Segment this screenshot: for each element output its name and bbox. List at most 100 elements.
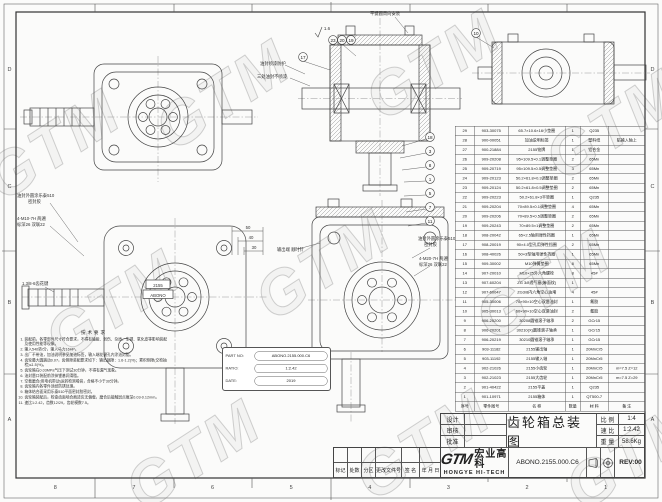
projection-cone-icon <box>588 457 598 468</box>
bom-cell: 1 <box>565 230 581 241</box>
bom-cell: 2155铭牌 <box>508 145 566 155</box>
bom-cell: 5 <box>455 354 475 364</box>
bom-cell: 2 <box>565 221 581 231</box>
label-output-direction: 输出端 顺时针 <box>277 246 305 253</box>
bom-cell: 14 <box>455 268 475 279</box>
bom-cell <box>608 382 646 393</box>
revision-col-zone: 分区 <box>362 463 376 478</box>
label-tap-left-1: 4-M10-7H 两遍 <box>17 215 47 222</box>
ratio-value: 1:2.42 <box>619 425 644 436</box>
bom-cell: GCr15 <box>580 316 609 326</box>
balloon-number: 23 <box>330 38 336 43</box>
ratio-label: RATIO: <box>225 366 239 371</box>
spec-plate-row: RATIO: 1:2.42 <box>226 362 328 375</box>
leader-lines <box>44 16 495 293</box>
bom-cell: 65Mn <box>580 249 609 260</box>
bom-header-qty: 数量 <box>565 401 581 412</box>
company-name-en: HONGYE HI-TECH <box>443 469 506 476</box>
bom-cell: 3 <box>565 164 581 174</box>
label-seal-paint: 油封喷漆防护 <box>260 60 286 67</box>
date-value: 2019 <box>254 376 328 386</box>
bom-cell: 16 <box>455 249 475 260</box>
bom-cell <box>608 249 646 260</box>
label-tap-right-2: 标深26 双联22 <box>419 261 448 268</box>
bom-cell: 2155小齿轮 <box>508 363 566 374</box>
view-b-section <box>301 25 461 192</box>
bom-cell: 905-30006 <box>474 297 509 307</box>
bom-cell: 65Mn <box>580 164 609 174</box>
bom-cell <box>608 202 646 212</box>
bom-header-row: 序号 零件图号 名 称 数量 材 料 备 注 <box>455 401 646 412</box>
bom-cell <box>608 230 646 241</box>
bom-cell: 65Mn <box>580 183 609 193</box>
bom-cell: 50.2×61.8×0.3调整垫圈 <box>508 173 566 184</box>
bom-cell: 65Mn <box>580 240 609 250</box>
bom-cell: 1 <box>565 145 581 155</box>
bom-cell: 900-00051 <box>474 135 509 146</box>
bom-cell: 909-20206 <box>474 211 509 222</box>
label-tap-right-1: 4-M20-7H 两遍 <box>419 255 449 262</box>
list-item: 1 <box>604 485 608 491</box>
bom-cell: ZG 3/8透气塞(麻面纹) <box>508 278 566 288</box>
list-item: 7 <box>132 485 136 491</box>
bom-cell: 塑料纸 <box>580 135 609 146</box>
bom-header-name: 名 称 <box>508 401 566 412</box>
bom-cell <box>608 221 646 231</box>
bom-cell: 氟胶 <box>580 306 609 317</box>
bom-cell: Q235 <box>580 126 609 136</box>
bom-cell: 8 <box>565 259 581 269</box>
bom-cell: 907-60204 <box>474 278 509 288</box>
bom-cell: 60×90×10空心双唇油封 <box>508 306 566 317</box>
bom-cell: m=7.5 Z=12 <box>608 363 646 374</box>
bom-cell <box>608 192 646 203</box>
bom-header-material: 材 料 <box>580 401 609 412</box>
bom-cell: 24 <box>455 173 475 184</box>
bom-cell: GCr15 <box>580 335 609 345</box>
date-label: DATE: <box>225 378 237 384</box>
scale-label: 比 例 <box>597 414 619 425</box>
bom-cell: 17 <box>455 240 475 250</box>
bom-cell: 903-30075 <box>474 126 509 136</box>
bom-cell: 65Mn <box>580 230 609 241</box>
bom-cell: 2155平盖 <box>508 382 566 393</box>
bom-cell: 15 <box>455 259 475 269</box>
bom-cell: 902-21026 <box>474 363 509 374</box>
balloon-number: 5 <box>429 191 432 196</box>
bom-cell <box>608 287 646 298</box>
list-item: 油封唇口装配前涂抹锂基润滑脂。 <box>25 373 171 378</box>
company-logo: GTM <box>441 451 474 468</box>
list-item: 齿轮箱在0.03MPa气压下测试30分钟，不得有漏气现象。 <box>25 368 171 373</box>
bom-cell <box>608 154 646 165</box>
bom-cell: 1 <box>565 392 581 402</box>
revision-col-sign: 签 名 <box>402 463 420 478</box>
bom-cell: M10弹簧垫圈 <box>508 259 566 269</box>
dim-value: 40 <box>249 235 254 240</box>
bom-cell: 20MnCr5 <box>580 354 609 364</box>
bom-cell: 903-11182 <box>474 344 509 355</box>
bom-cell: 65Mn <box>580 154 609 165</box>
balloon-number: 17 <box>300 55 306 60</box>
bom-cell: 30210圆锥滚子轴承 <box>508 335 566 345</box>
list-item: 空载磨合(用电机带动)运转检测噪音，合格不小于30分钟。 <box>25 379 171 384</box>
list-item: 2 <box>525 485 529 491</box>
bom-cell <box>608 173 646 184</box>
notes-list: 装配前，各零部件尺寸符合要求，不得有磕碰、划伤、杂质、生锈、氧化皮等影响装配及使… <box>18 337 170 405</box>
title-block: 设计 审核 批准 齿轮箱总装图 比 例 1:4 速 比 1:2.42 重 量 5… <box>440 413 645 478</box>
bom-cell: 1 <box>565 363 581 374</box>
